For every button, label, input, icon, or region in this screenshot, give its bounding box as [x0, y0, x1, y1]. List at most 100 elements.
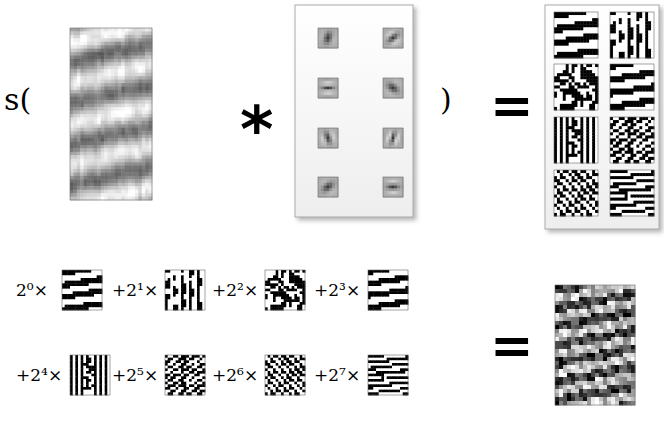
pixel [625, 30, 628, 33]
pixel [554, 21, 557, 24]
pixel [73, 190, 77, 194]
pixel [97, 107, 101, 111]
pixel [118, 69, 122, 73]
pixel [104, 166, 108, 170]
pixel [114, 104, 118, 108]
pixel [132, 193, 136, 197]
pixel [104, 56, 108, 60]
pixel [392, 34, 395, 37]
pixel [128, 31, 132, 35]
pixel [628, 15, 631, 18]
pixel [84, 49, 88, 53]
pixel [592, 24, 595, 27]
pixel [577, 49, 580, 52]
pixel [114, 97, 118, 101]
pixel [128, 104, 132, 108]
pixel [77, 155, 81, 159]
pixel [394, 191, 397, 194]
pixel [622, 27, 625, 30]
pixel [80, 42, 84, 46]
pixel [125, 93, 129, 97]
pixel [80, 148, 84, 152]
pixel [648, 37, 651, 40]
pixel [132, 56, 136, 60]
pixel [332, 42, 335, 45]
pixel [70, 100, 74, 104]
pixel [329, 142, 332, 145]
pixel [318, 131, 321, 134]
pixel [84, 45, 88, 49]
pixel [135, 38, 139, 42]
pixel [386, 186, 389, 189]
pixel [118, 100, 122, 104]
pixel [91, 179, 95, 183]
pixel [87, 193, 91, 197]
pixel [125, 83, 129, 87]
pixel [104, 172, 108, 176]
pixel [73, 159, 77, 163]
pixel [386, 31, 389, 34]
pixel [586, 37, 589, 40]
pixel [135, 59, 139, 63]
pixel [583, 15, 586, 18]
pixel [397, 31, 400, 34]
pixel [563, 43, 566, 46]
pixel [327, 81, 330, 84]
pixel [397, 89, 400, 92]
pixel [87, 62, 91, 66]
pixel [132, 93, 136, 97]
pixel [91, 124, 95, 128]
pixel [94, 155, 98, 159]
pixel [386, 28, 389, 31]
pixel [87, 142, 91, 146]
pixel [73, 93, 77, 97]
pixel [616, 27, 619, 30]
pixel [97, 186, 101, 190]
pixel [321, 89, 324, 92]
pixel [73, 111, 77, 115]
pixel [101, 69, 105, 73]
pixel [94, 45, 98, 49]
pixel [138, 179, 142, 183]
pixel [128, 190, 132, 194]
pixel [87, 69, 91, 73]
pixel [97, 100, 101, 104]
pixel [91, 155, 95, 159]
pixel [114, 76, 118, 80]
pixel [142, 135, 146, 139]
pixel [111, 66, 115, 70]
pixel [138, 121, 142, 125]
pixel [108, 111, 112, 115]
pixel [104, 66, 108, 70]
pixel [121, 28, 125, 32]
pixel [145, 86, 149, 90]
pixel [73, 86, 77, 90]
pixel [394, 28, 397, 31]
pixel [589, 27, 592, 30]
pixel [383, 188, 386, 191]
pixel [125, 62, 129, 66]
pixel [132, 121, 136, 125]
gabor-filter [383, 28, 403, 48]
pixel [87, 90, 91, 94]
pixel [125, 66, 129, 70]
pixel [648, 21, 651, 24]
pixel [557, 15, 560, 18]
pixel [108, 38, 112, 42]
pixel [138, 42, 142, 46]
pixel [616, 40, 619, 43]
pixel [97, 31, 101, 35]
pixel [142, 59, 146, 63]
pixel [138, 166, 142, 170]
pixel [145, 193, 149, 197]
pixel [142, 124, 146, 128]
pixel [121, 166, 125, 170]
pixel [619, 12, 622, 15]
pixel [104, 90, 108, 94]
pixel [575, 52, 578, 55]
pixel [87, 42, 91, 46]
pixel [616, 24, 619, 27]
pixel [128, 159, 132, 163]
pixel [121, 193, 125, 197]
pixel [577, 27, 580, 30]
